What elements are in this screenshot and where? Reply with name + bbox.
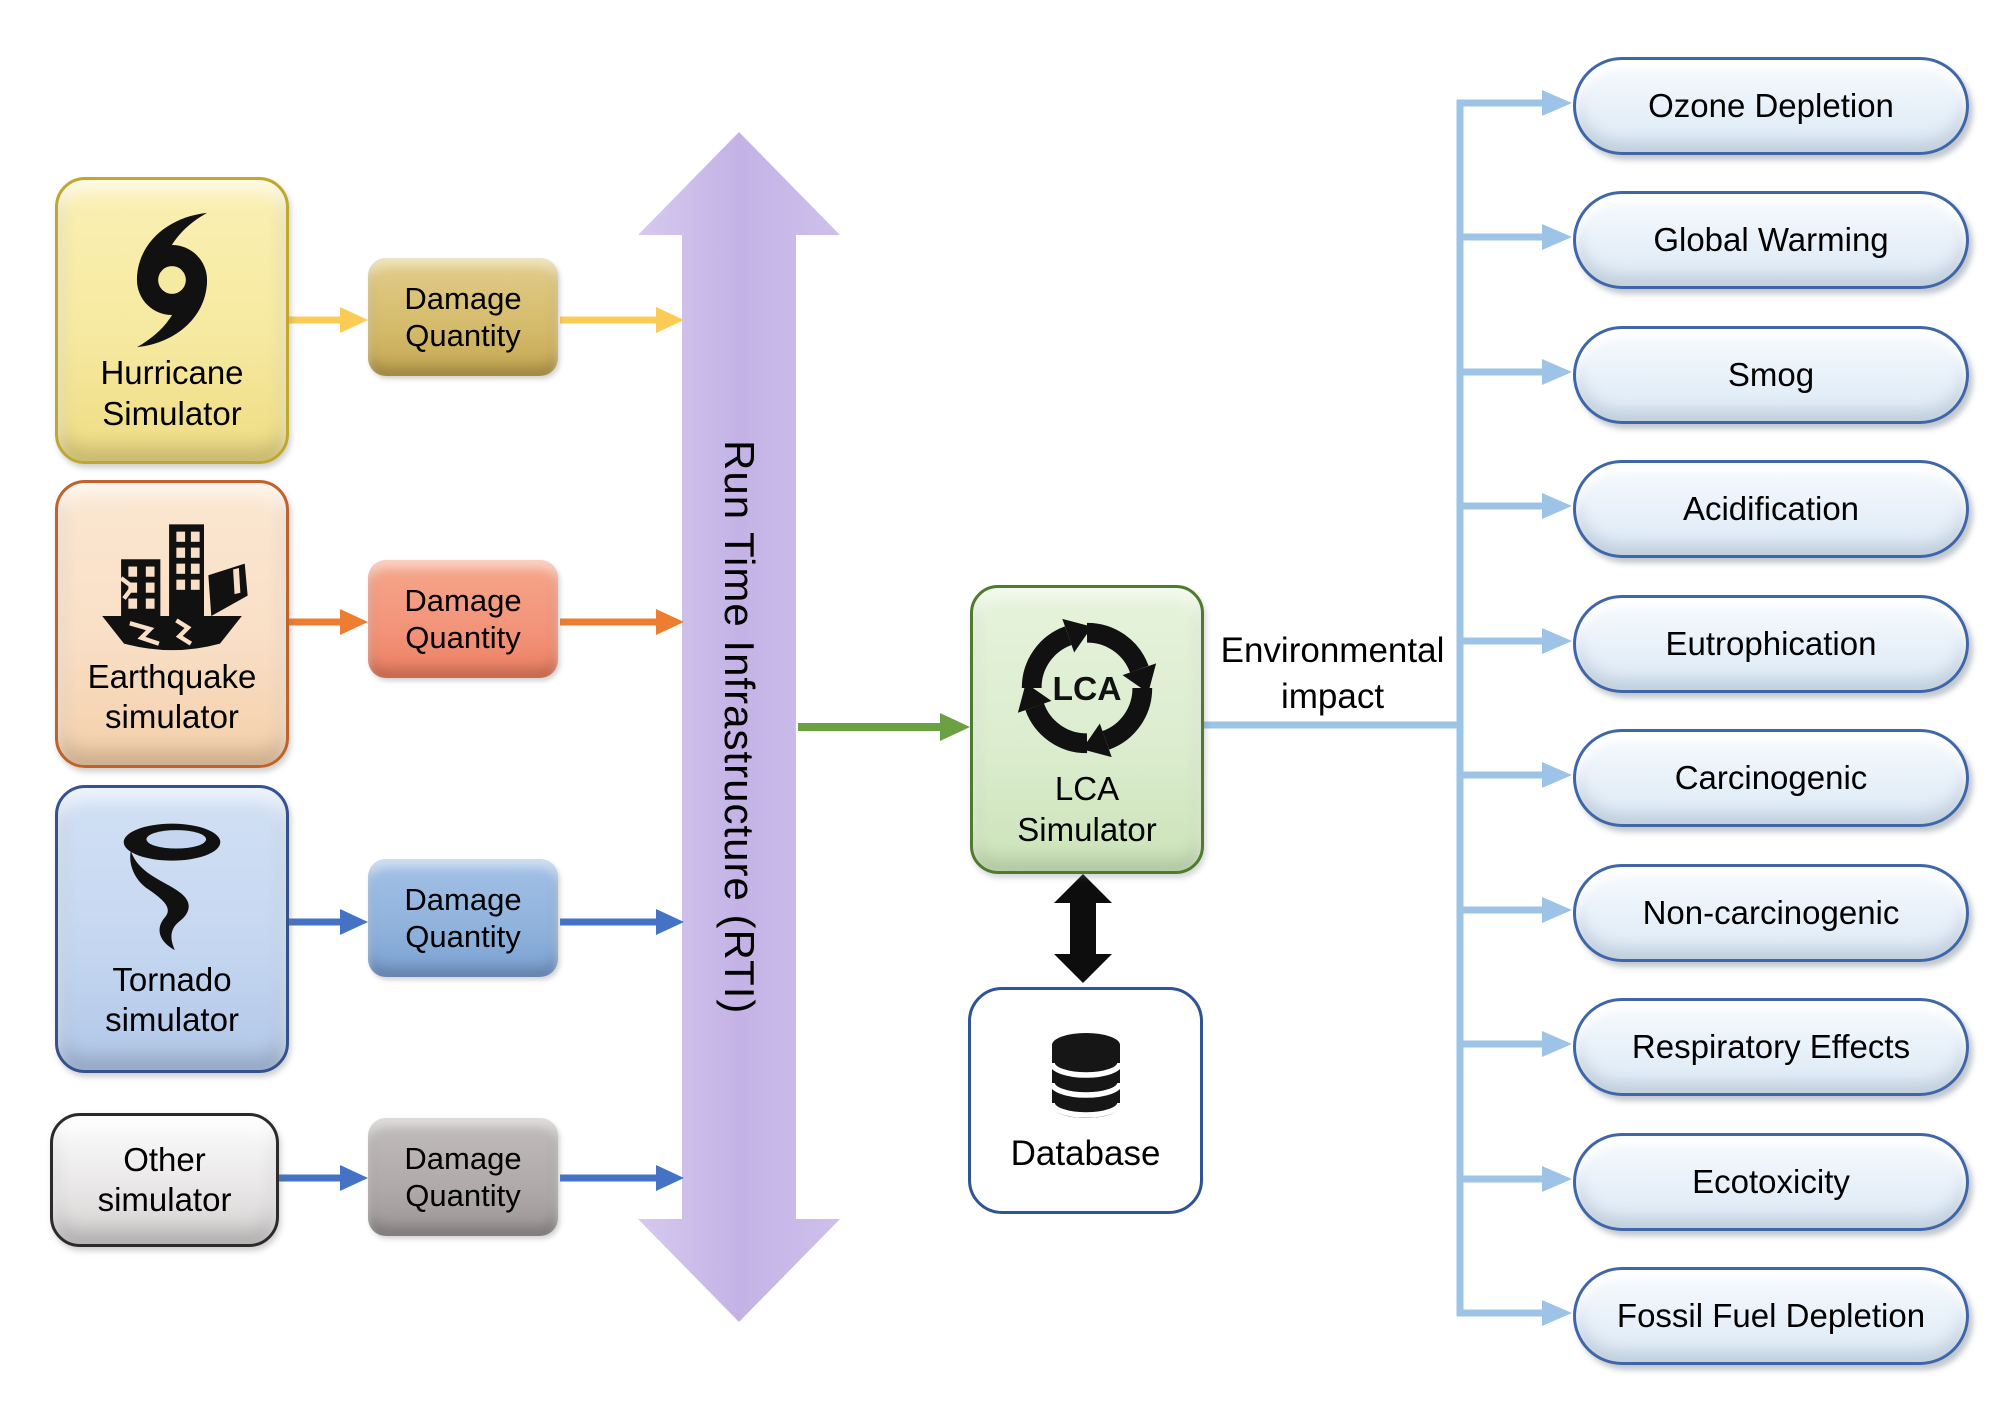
tornado-to-damage-arrow	[286, 909, 368, 935]
impact-branch-arrows	[1457, 90, 1572, 1326]
rti-label: Run Time Infrastructure (RTI)	[716, 439, 763, 1015]
database-box: Database	[968, 987, 1203, 1214]
impact-branch-arrow	[1457, 90, 1572, 116]
lca-simulator-box: LCA LCA Simulator	[970, 585, 1204, 874]
damage-quantity-box-hurricane: Damage Quantity	[368, 258, 558, 376]
impact-pill-fossil-fuel-depletion: Fossil Fuel Depletion	[1573, 1267, 1969, 1365]
database-icon	[1048, 1032, 1123, 1118]
lca-icon-text: LCA	[1053, 671, 1122, 708]
damage-quantity-box-earthquake: Damage Quantity	[368, 560, 558, 678]
rti-to-lca-arrow	[798, 713, 970, 741]
database-label: Database	[1010, 1133, 1161, 1173]
lca-simulator-label: LCA Simulator	[1017, 770, 1157, 848]
impact-pill-global-warming: Global Warming	[1573, 191, 1969, 289]
lca-database-double-arrow	[1054, 874, 1112, 983]
hurricane-simulator-box: Hurricane Simulator	[55, 177, 289, 464]
impact-pill-ecotoxicity: Ecotoxicity	[1573, 1133, 1969, 1231]
impact-pill-eutrophication: Eutrophication	[1573, 595, 1969, 693]
tornado-simulator-box: Tornado simulator	[55, 785, 289, 1073]
tornado-damage-to-rti-arrow	[560, 909, 684, 935]
earthquake-damage-to-rti-arrow	[560, 609, 684, 635]
impact-branch-arrow	[1457, 628, 1572, 654]
environmental-impact-label: Environmental impact	[1220, 631, 1445, 716]
damage-quantity-box-other: Damage Quantity	[368, 1118, 558, 1236]
other-to-damage-arrow	[276, 1165, 368, 1191]
impact-branch-arrow	[1457, 224, 1572, 250]
impact-pill-non-carcinogenic: Non-carcinogenic	[1573, 864, 1969, 962]
impact-branch-arrow	[1457, 1031, 1572, 1057]
damage-quantity-box-tornado: Damage Quantity	[368, 859, 558, 977]
impact-branch-arrow	[1457, 493, 1572, 519]
hurricane-simulator-label: Hurricane Simulator	[100, 354, 244, 432]
impact-branch-arrow	[1457, 762, 1572, 788]
impact-pill-ozone-depletion: Ozone Depletion	[1573, 57, 1969, 155]
impact-pill-carcinogenic: Carcinogenic	[1573, 729, 1969, 827]
impact-branch-arrow	[1457, 1300, 1572, 1326]
impact-branch-arrow	[1457, 897, 1572, 923]
earthquake-simulator-box: Earthquake simulator	[55, 480, 289, 768]
earthquake-icon	[102, 524, 248, 650]
hurricane-to-damage-arrow	[286, 307, 368, 333]
impact-branch-arrow	[1457, 1166, 1572, 1192]
impact-pill-acidification: Acidification	[1573, 460, 1969, 558]
tornado-simulator-label: Tornado simulator	[105, 960, 239, 1038]
other-damage-to-rti-arrow	[560, 1165, 684, 1191]
impact-branch-arrow	[1457, 359, 1572, 385]
impact-pill-smog: Smog	[1573, 326, 1969, 424]
lca-recycle-icon: LCA	[1017, 619, 1157, 758]
impact-pill-respiratory-effects: Respiratory Effects	[1573, 998, 1969, 1096]
other-simulator-label: Other simulator	[97, 1140, 232, 1218]
hurricane-damage-to-rti-arrow	[560, 307, 684, 333]
hurricane-icon	[136, 213, 208, 348]
other-simulator-box: Other simulator	[50, 1113, 279, 1247]
earthquake-to-damage-arrow	[286, 609, 368, 635]
tornado-icon	[123, 823, 221, 950]
earthquake-simulator-label: Earthquake simulator	[87, 657, 257, 735]
